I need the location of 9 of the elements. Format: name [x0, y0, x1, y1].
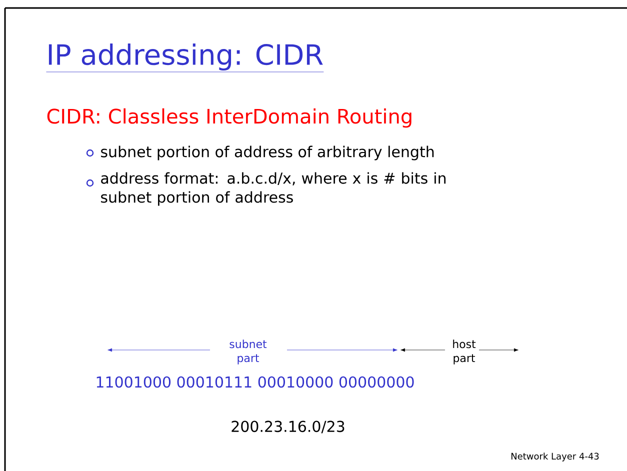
- dimension-label: host part: [453, 340, 476, 364]
- bullet-text: address format: a.b.c.d/x, where x is # bits in subnet portion of address: [101, 172, 446, 206]
- address-notation: 200.23.16.0/23: [232, 420, 344, 434]
- dimension-label: subnet part: [230, 340, 267, 364]
- heading: CIDR: Classless InterDomain Routing: [47, 108, 412, 128]
- page-footer: Network Layer 4-43: [511, 452, 599, 462]
- binary-address: 11001000 00010111 00010000 00000000: [96, 376, 414, 388]
- bullet-text: subnet portion of address of arbitrary length: [101, 146, 434, 160]
- title: IP addressing: CIDR: [46, 43, 324, 72]
